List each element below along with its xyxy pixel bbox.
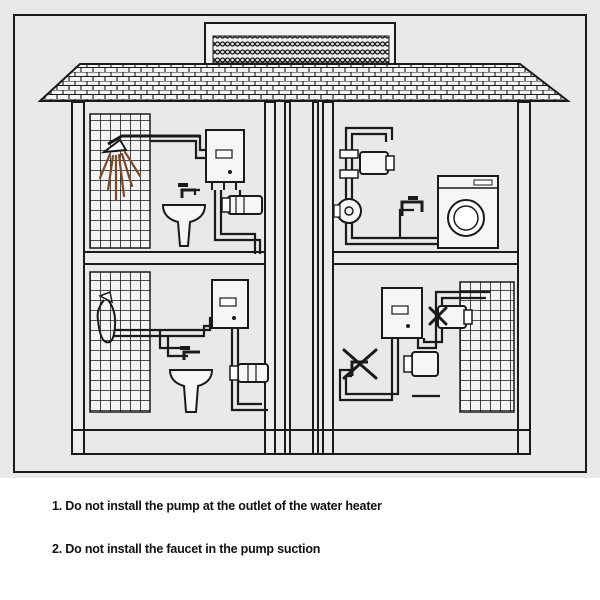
faucet-icon xyxy=(400,196,424,216)
house-walls xyxy=(71,101,531,455)
water-heater-icon xyxy=(211,279,249,329)
pump-icon xyxy=(221,195,263,215)
water-heater-icon xyxy=(205,129,245,190)
roof-tiles-icon xyxy=(37,63,571,102)
sink-icon xyxy=(168,369,214,413)
faucet-icon xyxy=(178,183,196,198)
pump-icon xyxy=(333,198,362,224)
house-diagram-svg xyxy=(13,14,587,473)
tiled-window xyxy=(459,281,515,413)
pump-icon xyxy=(229,363,269,383)
pump-icon xyxy=(403,351,439,377)
washing-machine-icon xyxy=(437,175,499,249)
warning-note-1: 1. Do not install the pump at the outlet… xyxy=(52,499,382,513)
chimney-icon xyxy=(204,22,396,68)
cross-mark-icon xyxy=(428,306,448,326)
house-plumbing-diagram xyxy=(0,0,600,478)
outer-frame xyxy=(13,14,587,473)
pump-icon xyxy=(339,149,395,179)
tiled-window xyxy=(89,271,151,413)
tiled-window xyxy=(89,113,151,249)
water-heater-icon xyxy=(381,287,423,339)
shower-head-icon xyxy=(96,290,117,344)
sink-icon xyxy=(161,204,207,247)
faucet-icon xyxy=(180,346,200,360)
cross-mark-icon xyxy=(342,348,378,380)
warning-note-2: 2. Do not install the faucet in the pump… xyxy=(52,542,321,556)
